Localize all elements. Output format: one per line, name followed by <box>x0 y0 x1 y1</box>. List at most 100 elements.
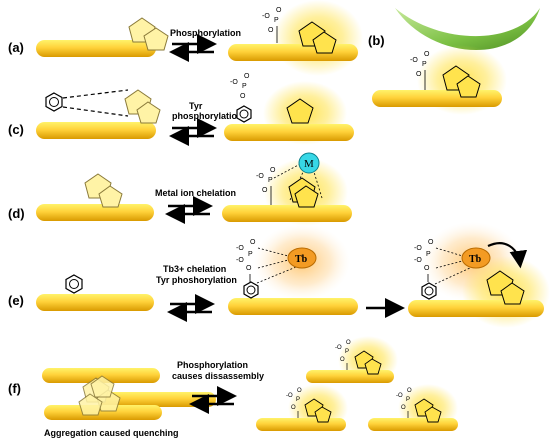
nanorod <box>306 370 394 383</box>
reaction-label-tyr: Tyr <box>189 101 203 111</box>
phosphate-text: P <box>242 83 247 90</box>
terbium-symbol: Tb <box>469 254 482 265</box>
reaction-label-tb-chelation: Tb3+ chelation <box>163 264 226 274</box>
phosphate-text: O <box>246 265 252 272</box>
phosphate-text: O <box>416 71 422 78</box>
reaction-label-disassembly: causes dissassembly <box>172 371 264 381</box>
terbium-symbol: Tb <box>295 254 308 265</box>
pentagon-pair-icon <box>354 350 382 375</box>
phosphate-text: -O <box>230 79 238 86</box>
phosphate-text: O <box>291 405 296 411</box>
aggregated-pentagons <box>78 375 121 416</box>
reaction-label-metal-chelation: Metal ion chelation <box>155 188 236 198</box>
nanorod <box>98 392 216 407</box>
terbium-ion-icon <box>461 247 491 269</box>
pentagon-pair-icon <box>414 398 442 423</box>
benzene-ring-icon <box>45 92 63 112</box>
equilibrium-arrows <box>169 118 217 146</box>
phosphate-text: -O <box>414 245 422 252</box>
chelation-link <box>435 259 467 269</box>
panel-label-d: (d) <box>8 206 25 221</box>
pentagon-pair-icon <box>84 173 123 208</box>
phosphate-text: P <box>296 397 300 403</box>
phosphate-group: -O O P O <box>396 388 412 418</box>
chelation-link <box>435 247 467 258</box>
phosphate-text: O <box>424 265 430 272</box>
chelation-link <box>313 171 323 199</box>
phosphate-text: O <box>407 388 412 394</box>
pentagon-pair-icon <box>298 21 337 54</box>
phosphate-text: P <box>345 349 349 355</box>
nanorod <box>228 298 358 315</box>
pentagon-pair-icon <box>128 17 169 51</box>
phosphate-text: -O <box>236 257 244 264</box>
phosphate-text: O <box>250 239 256 246</box>
nanorod <box>42 368 160 383</box>
pentagon-icon <box>286 98 314 124</box>
nanorod <box>256 418 346 431</box>
phosphate-text: O <box>268 27 274 34</box>
panel-label-e: (e) <box>8 293 24 308</box>
nanorod <box>36 294 154 311</box>
dashed-link <box>62 106 129 117</box>
nanorod <box>36 40 156 57</box>
phosphate-group: -O O P O <box>256 167 276 205</box>
phosphate-text: -O <box>396 393 403 399</box>
benzene-ring-icon <box>243 281 259 299</box>
phosphate-text: O <box>297 388 302 394</box>
phosphate-text: O <box>346 340 351 346</box>
phosphate-text: P <box>422 61 427 68</box>
phosphate-group: -O -O O P O <box>236 239 256 282</box>
chelation-link <box>434 267 471 285</box>
phosphate-text: -O <box>410 57 418 64</box>
reaction-label-phosphorylation: phosphorylation <box>172 111 243 121</box>
phosphate-text: P <box>248 251 253 258</box>
phosphate-group: -O -O O P O <box>414 239 434 282</box>
phosphate-group: -O O P O <box>410 51 430 90</box>
nanorod <box>36 122 156 139</box>
phosphate-text: -O <box>236 245 244 252</box>
terbium-ion-icon <box>287 247 317 269</box>
phosphate-text: -O <box>256 173 264 180</box>
panel-label-b: (b) <box>368 33 385 48</box>
nanorod <box>36 204 154 221</box>
equilibrium-arrows <box>167 294 215 322</box>
metal-ion-icon <box>298 152 320 174</box>
phosphate-text: O <box>262 187 268 194</box>
phosphate-text: O <box>244 73 250 80</box>
phosphate-text: O <box>270 167 276 174</box>
phosphate-text: -O <box>414 257 422 264</box>
nanorod <box>222 205 352 222</box>
phosphate-text: P <box>268 177 273 184</box>
chelation-link <box>257 258 293 269</box>
equilibrium-arrows <box>189 386 237 414</box>
phosphate-text: O <box>276 7 282 14</box>
nanorod <box>368 418 458 431</box>
phosphate-group: -O O P O <box>335 340 351 370</box>
chelation-link <box>256 266 297 284</box>
chelation-link <box>257 247 293 258</box>
energy-transfer-arrow <box>487 242 528 269</box>
phosphate-text: P <box>426 251 431 258</box>
caption-aggregation-quenching: Aggregation caused quenching <box>44 428 179 438</box>
nanorod <box>372 90 502 107</box>
phosphate-text: -O <box>262 13 270 20</box>
pentagon-pair-icon <box>442 65 481 98</box>
phosphate-text: -O <box>335 345 342 351</box>
panel-label-f: (f) <box>8 381 21 396</box>
metal-ion-symbol: M <box>304 158 314 170</box>
phosphate-text: -O <box>286 393 293 399</box>
phosphate-text: O <box>401 405 406 411</box>
equilibrium-arrows <box>165 196 213 224</box>
reaction-label-tyr-phosphorylation: Tyr phoshorylation <box>156 275 237 285</box>
chelation-link <box>273 162 303 179</box>
pentagon-pair-icon <box>288 177 319 208</box>
phosphate-group: -O O P O <box>262 7 282 43</box>
equilibrium-arrows <box>169 34 217 62</box>
benzene-ring-icon <box>421 282 437 300</box>
nanorod <box>228 44 358 61</box>
dashed-link <box>62 89 129 99</box>
pentagon-pair-icon <box>124 89 161 124</box>
phosphate-text: O <box>240 93 246 100</box>
benzene-ring-icon <box>65 274 83 294</box>
